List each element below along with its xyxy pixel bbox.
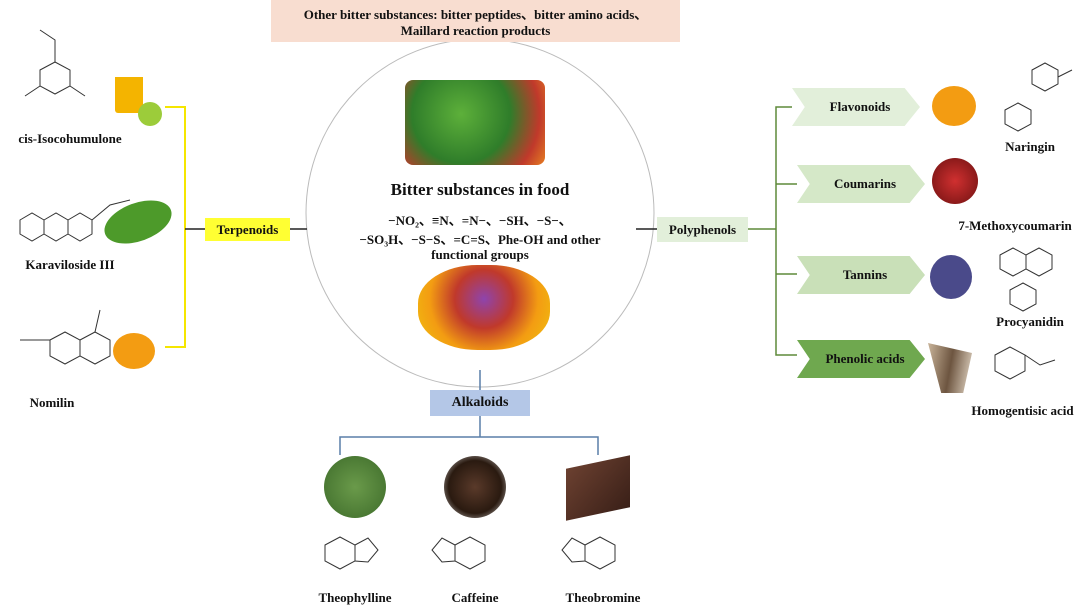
grapes-image <box>930 255 972 299</box>
tea-leaves-image <box>324 456 386 518</box>
functional-groups-line3: functional groups <box>431 247 529 262</box>
compound-theobromine: Theobromine <box>565 590 641 605</box>
functional-groups-line1: −NO₂、≡N、=N−、−SH、−S−、 <box>388 213 572 228</box>
compound-caffeine: Caffeine <box>451 590 499 605</box>
tannins-chevron: Tannins <box>797 256 925 294</box>
berries-image <box>932 158 978 204</box>
terpenoids-box: Terpenoids <box>205 218 290 241</box>
hops-image <box>138 102 162 126</box>
vegetables-image <box>405 80 545 165</box>
top-note-line2: Maillard reaction products <box>400 22 551 38</box>
compound-cis-isocohumulone: cis-Isocohumulone <box>18 131 122 146</box>
other-bitter-substances-box: Other bitter substances: bitter peptides… <box>271 0 680 42</box>
top-note-line1: Other bitter substances: bitter peptides… <box>303 6 648 22</box>
center-title: Bitter substances in food <box>390 180 570 199</box>
beer-image <box>115 68 143 113</box>
compound-naringin: Naringin <box>1005 139 1055 154</box>
orange-image <box>113 333 155 369</box>
coumarins-chevron: Coumarins <box>797 165 925 203</box>
compound-nomilin: Nomilin <box>29 395 75 410</box>
polyphenol-bracket <box>775 106 797 356</box>
phenolic-acids-chevron: Phenolic acids <box>797 340 925 378</box>
grapefruit-image <box>932 86 976 126</box>
alkaloids-box: Alkaloids <box>430 390 530 416</box>
compound-theophylline: Theophylline <box>318 590 392 605</box>
flavonoids-chevron: Flavonoids <box>792 88 920 126</box>
alkaloid-bracket <box>339 370 599 455</box>
terpenoid-bracket <box>165 106 186 348</box>
compound-7-methoxycoumarin: 7-Methoxycoumarin <box>958 218 1072 233</box>
functional-groups-line2: −SO₃H、−S−S、=C=S、Phe-OH and other <box>359 232 601 247</box>
compound-karaviloside-iii: Karaviloside III <box>25 257 115 272</box>
polyphenols-box: Polyphenols <box>657 217 748 242</box>
fruits-image <box>418 265 550 350</box>
coffee-beans-image <box>444 456 506 518</box>
compound-homogentisic-acid: Homogentisic acid <box>971 403 1074 418</box>
compound-procyanidin: Procyanidin <box>996 314 1064 329</box>
